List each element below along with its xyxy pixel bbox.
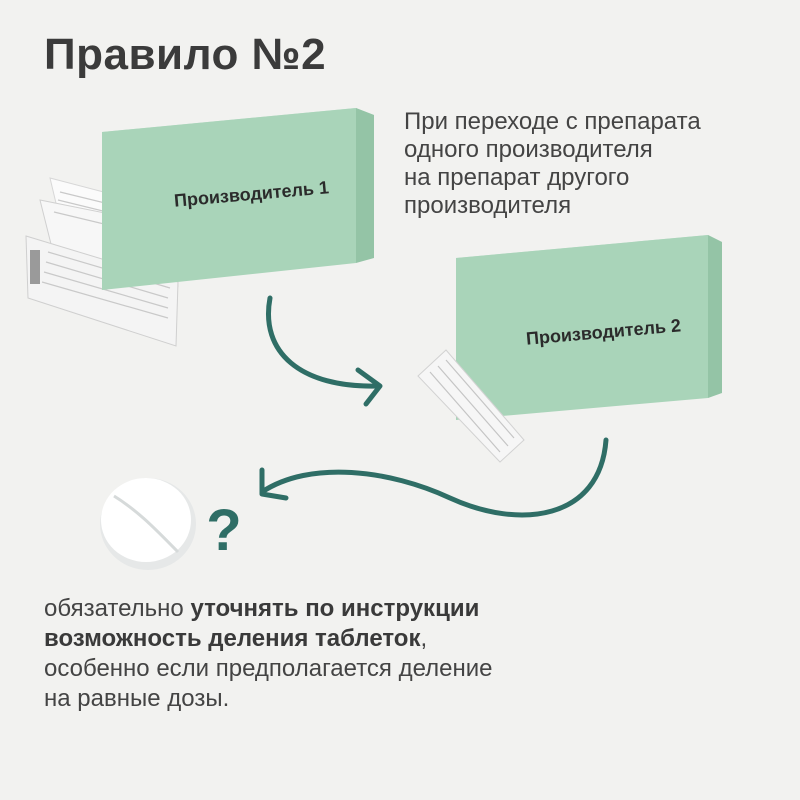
- arrow-2-icon: [259, 437, 609, 518]
- box-1: Производитель 1: [102, 108, 374, 290]
- question-mark-icon: ?: [206, 498, 241, 563]
- bottom-text: обязательно уточнять по инструкции возмо…: [44, 594, 493, 714]
- bottom-line-3: особенно если предполагается деление: [44, 655, 493, 682]
- leaflet-2-icon: [417, 349, 525, 463]
- bottom-line1-bold: уточнять по инструкции: [190, 595, 480, 622]
- intro-text: При переходе с препарата одного производ…: [404, 108, 701, 220]
- bottom-line-4: на равные дозы.: [44, 685, 230, 712]
- bottom-line2-normal: ,: [420, 625, 428, 652]
- tablet-icon: [100, 478, 196, 570]
- arrow-1-icon: [266, 295, 383, 407]
- box-2: Производитель 2: [456, 235, 722, 420]
- bottom-line-2: возможность деления таблеток,: [44, 624, 493, 654]
- intro-line: на препарат другого: [404, 164, 630, 191]
- bottom-line2-bold: возможность деления таблеток: [44, 625, 421, 652]
- intro-line: При переходе с препарата: [404, 108, 701, 135]
- bottom-line1-normal: обязательно: [44, 595, 191, 622]
- page-title: Правило №2: [44, 30, 327, 79]
- bottom-line-1: обязательно уточнять по инструкции: [44, 594, 493, 624]
- intro-line: одного производителя: [404, 136, 653, 163]
- intro-line: производителя: [404, 192, 572, 219]
